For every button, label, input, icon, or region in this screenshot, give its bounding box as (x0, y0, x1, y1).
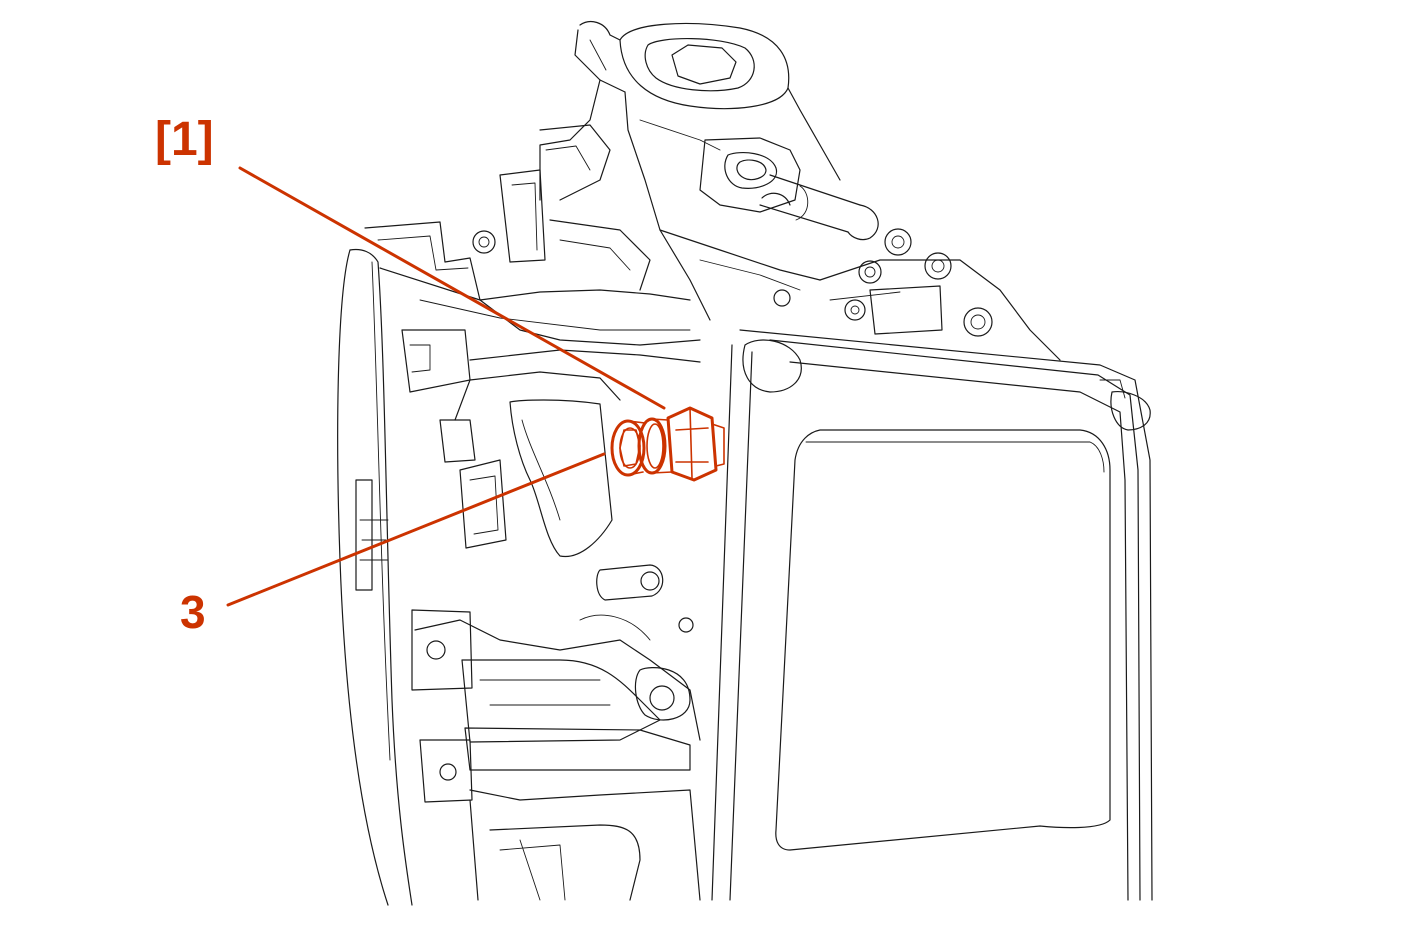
drain-plug-assembly (610, 406, 725, 482)
leader-line-3 (226, 452, 606, 607)
drain-plug-3 (610, 419, 646, 477)
callout-label-3: 3 (180, 586, 206, 638)
leader-line-1 (238, 166, 666, 410)
upper-gearbox (472, 21, 1061, 361)
washer (637, 417, 673, 475)
transmission-housing (337, 221, 701, 906)
hex-nut (666, 406, 725, 482)
callout-label-1: [1] (155, 113, 214, 166)
oil-pan-cover (711, 329, 1153, 901)
